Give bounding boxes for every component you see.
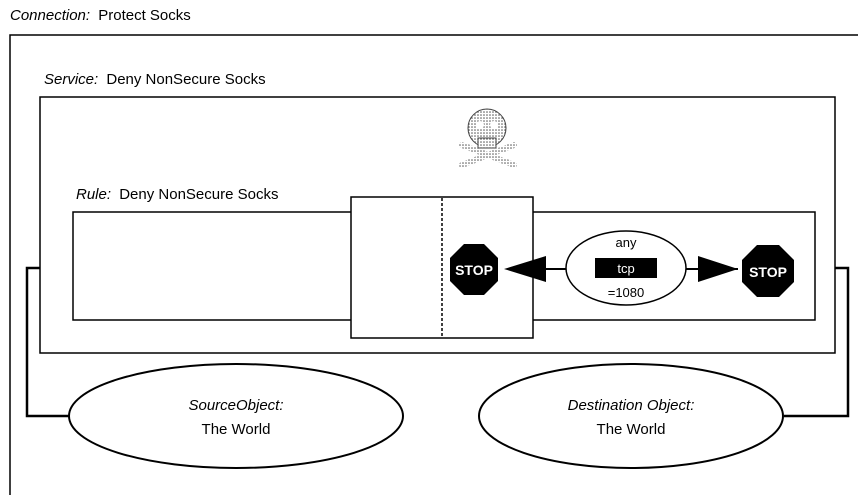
stop-right-label: STOP <box>749 264 787 280</box>
destination-object-ellipse <box>478 363 784 469</box>
stop-sign-icon: STOP <box>742 245 794 297</box>
stop-sign-icon: STOP <box>450 244 498 295</box>
rule-title: Rule: Deny NonSecure Socks <box>76 186 278 203</box>
connection-title: Connection: Protect Socks <box>10 7 191 24</box>
protocol-middle-label: tcp <box>617 261 634 276</box>
arrow-right-head <box>698 256 738 282</box>
destination-object-label: Destination Object: <box>568 397 695 414</box>
connection-frame <box>9 34 858 495</box>
protocol-bottom-label: =1080 <box>608 285 645 300</box>
skull-crossbones-icon <box>459 108 517 168</box>
source-object-label: SourceObject: <box>188 397 283 414</box>
protocol-top-label: any <box>616 235 637 250</box>
stop-left-label: STOP <box>455 262 493 278</box>
source-connector <box>25 266 78 418</box>
arrow-left-head <box>504 256 546 282</box>
source-object-name: The World <box>202 421 271 438</box>
service-title: Service: Deny NonSecure Socks <box>44 71 266 88</box>
destination-object-name: The World <box>597 421 666 438</box>
protocol-tcp-box <box>595 258 657 278</box>
source-object-ellipse <box>68 363 404 469</box>
service-box <box>39 96 836 354</box>
destination-connector <box>784 266 850 418</box>
